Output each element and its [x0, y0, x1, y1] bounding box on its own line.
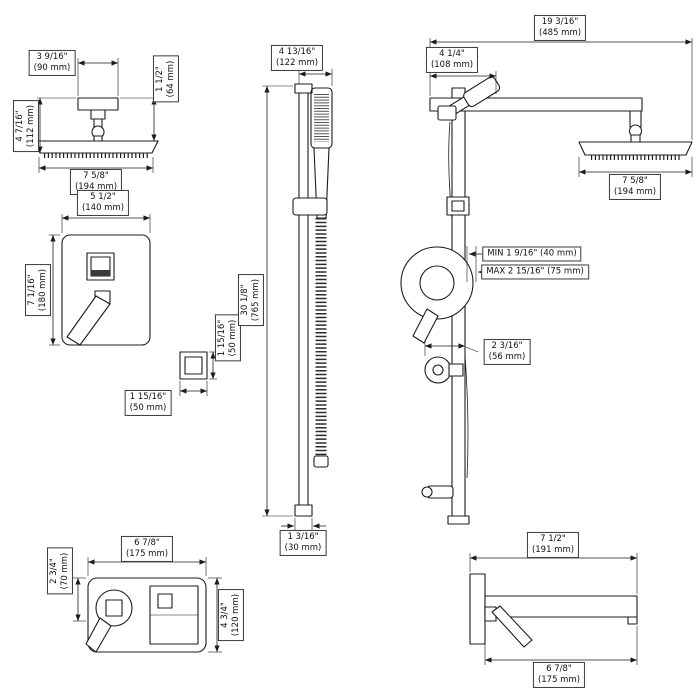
dimension-mm: (485 mm)	[538, 28, 582, 38]
dim-wall-depth-min: MIN 1 9/16" (40 mm)	[482, 246, 582, 262]
dimension-mm: (64 mm)	[166, 60, 176, 98]
dim-valve-plate-width: 5 1/2" (140 mm)	[76, 189, 130, 217]
dim-faucet-top-width: 6 7/8" (175 mm)	[120, 535, 174, 563]
dimension-inches: 6 7/8"	[134, 537, 160, 548]
dimension-mm: (194 mm)	[74, 182, 118, 192]
dim-faucet-side-width: 7 1/2" (191 mm)	[526, 531, 580, 559]
shower-arm-shape	[429, 97, 643, 112]
dim-spout-projection: 2 3/16" (56 mm)	[483, 338, 531, 366]
dimension-inches: 1 15/16"	[216, 319, 227, 357]
dimension-inches: 4 3/4"	[219, 602, 230, 628]
dim-system-arm-reach: 19 3/16" (485 mm)	[533, 14, 587, 42]
shower-head-shape	[33, 140, 159, 154]
rain-head-shape	[578, 141, 693, 156]
dim-faucet-top-depth: 4 3/4" (120 mm)	[217, 588, 245, 642]
dimension-inches: 4 7/16"	[14, 110, 25, 142]
dim-showerhead-drop: 4 7/16" (112 mm)	[12, 99, 40, 153]
dimension-inches: 19 3/16"	[541, 16, 579, 27]
slide-bar-shape	[298, 85, 309, 517]
faucet-side-view	[469, 553, 638, 665]
valve-stem-shape	[412, 308, 439, 344]
faucet-lever-side-shape	[491, 605, 533, 648]
dimension-mm: (140 mm)	[81, 203, 125, 213]
valve-lever-shape	[66, 295, 111, 346]
wall-plate-shape	[77, 97, 119, 111]
dim-system-head-width: 7 5/8" (194 mm)	[608, 173, 662, 201]
dim-system-holder-reach: 4 1/4" (108 mm)	[425, 46, 479, 74]
dimension-inches: 7 1/2"	[540, 533, 566, 544]
dimension-inches: 7 5/8"	[83, 170, 109, 181]
dim-valve-handle-width: 1 15/16" (50 mm)	[124, 389, 172, 417]
dimension-mm: (108 mm)	[430, 60, 474, 70]
dimension-inches: 1 3/16"	[287, 531, 319, 542]
dim-wall-depth-max: MAX 2 15/16" (75 mm)	[481, 264, 589, 280]
dimension-mm: (175 mm)	[537, 675, 581, 685]
dimension-inches: 7 1/16"	[26, 274, 37, 306]
dimension-mm: (191 mm)	[531, 545, 575, 555]
slider-bracket-shape	[292, 197, 328, 216]
wand-holder-shape	[437, 105, 457, 121]
dimension-mm: (194 mm)	[613, 187, 657, 197]
hose-nut-shape	[313, 455, 329, 468]
dimension-mm: (56 mm)	[488, 352, 526, 362]
dimension-inches: 2 3/16"	[491, 340, 523, 351]
dimension-mm: (180 mm)	[38, 268, 48, 312]
dim-faucet-side-spout: 6 7/8" (175 mm)	[532, 661, 586, 689]
dimension-mm: (30 mm)	[284, 543, 322, 553]
dimension-mm: (120 mm)	[231, 593, 241, 637]
dimension-inches: 4 13/16"	[278, 46, 316, 57]
faucet-lever-top-shape	[85, 617, 112, 653]
slidebar-handshower-view	[262, 69, 333, 531]
faucet-wall-plate-shape	[469, 573, 486, 645]
dimension-inches: 5 1/2"	[90, 191, 116, 202]
aerator-shape	[627, 616, 638, 625]
dimension-mm: (175 mm)	[125, 549, 169, 559]
dimension-mm: (765 mm)	[251, 278, 261, 322]
dimension-mm: (70 mm)	[60, 552, 70, 590]
dimension-text: MIN 1 9/16" (40 mm)	[487, 248, 577, 259]
dimension-inches: 30 1/8"	[239, 284, 250, 316]
dimension-inches: 7 5/8"	[622, 175, 648, 186]
dimension-mm: (122 mm)	[275, 58, 319, 68]
dimension-mm: (90 mm)	[33, 63, 71, 73]
dim-faucet-top-handle: 2 3/4" (70 mm)	[46, 547, 74, 595]
dimension-inches: 2 3/4"	[48, 558, 59, 584]
dimension-inches: 1 15/16"	[129, 391, 167, 402]
dimension-inches: 4 1/4"	[439, 48, 465, 59]
dim-slidebar-height: 30 1/8" (765 mm)	[237, 273, 265, 327]
dim-handshower-length: 4 13/16" (122 mm)	[270, 44, 324, 72]
dimension-text: MAX 2 15/16" (75 mm)	[486, 266, 584, 277]
dimension-inches: 1 1/2"	[154, 66, 165, 92]
dim-slidebar-diameter: 1 3/16" (30 mm)	[279, 529, 327, 557]
dim-valve-plate-height: 7 1/16" (180 mm)	[24, 263, 52, 317]
faucet-top-view	[73, 557, 222, 653]
dim-showerhead-height: 1 1/2" (64 mm)	[152, 55, 180, 103]
dimension-mm: (112 mm)	[26, 104, 36, 148]
system-side-view	[400, 38, 693, 525]
dimension-inches: 3 9/16"	[36, 51, 68, 62]
valve-trim-view	[49, 214, 217, 396]
dim-showerhead-arm-width: 3 9/16" (90 mm)	[28, 49, 76, 77]
dimension-inches: 6 7/8"	[546, 663, 572, 674]
dimension-mm: (50 mm)	[129, 403, 167, 413]
